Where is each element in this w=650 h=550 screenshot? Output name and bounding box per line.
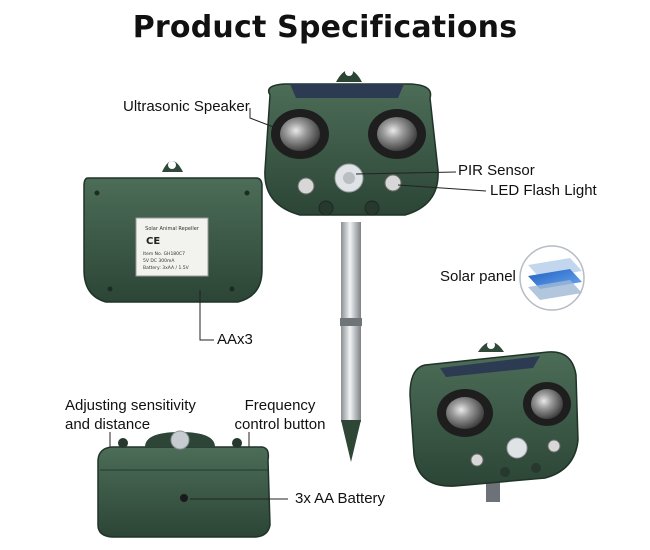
label-led-flash-light: LED Flash Light xyxy=(490,182,597,199)
front-unit xyxy=(264,68,439,462)
label-pir-sensor: PIR Sensor xyxy=(458,162,535,179)
callout-lines xyxy=(109,108,487,500)
right-led xyxy=(384,174,402,192)
ce-mark: CE xyxy=(146,236,160,247)
label-adjusting-sensitivity: Adjusting sensitivity and distance xyxy=(65,397,196,433)
stake-tip xyxy=(341,420,361,462)
label-solar-panel: Solar panel xyxy=(440,268,516,285)
label-ultrasonic-speaker: Ultrasonic Speaker xyxy=(123,98,250,115)
back-label-line2: Item No. GH180C7 xyxy=(143,251,185,257)
back-label-line1: Solar Animal Repeller xyxy=(145,226,200,232)
bottom-sensor xyxy=(170,430,190,450)
label-battery: 3x AA Battery xyxy=(295,490,386,507)
left-led xyxy=(297,177,315,195)
bottom-port xyxy=(180,494,188,502)
label-frequency-control: Frequency control button xyxy=(234,397,326,433)
back-label-line3: 5V DC 300mA xyxy=(143,258,175,264)
label-aax3: AAx3 xyxy=(217,331,253,348)
back-unit: Solar Animal Repeller CE Item No. GH180C… xyxy=(83,161,263,303)
page-title: Product Specifications xyxy=(132,10,518,45)
back-label-line4: Battery: 3xAA / 1.5V xyxy=(143,265,190,271)
bottom-unit xyxy=(97,430,271,538)
back-label-sticker xyxy=(135,217,209,277)
side-unit xyxy=(409,341,579,502)
solar-panel-inset xyxy=(519,245,585,311)
bottom-body xyxy=(97,446,271,538)
